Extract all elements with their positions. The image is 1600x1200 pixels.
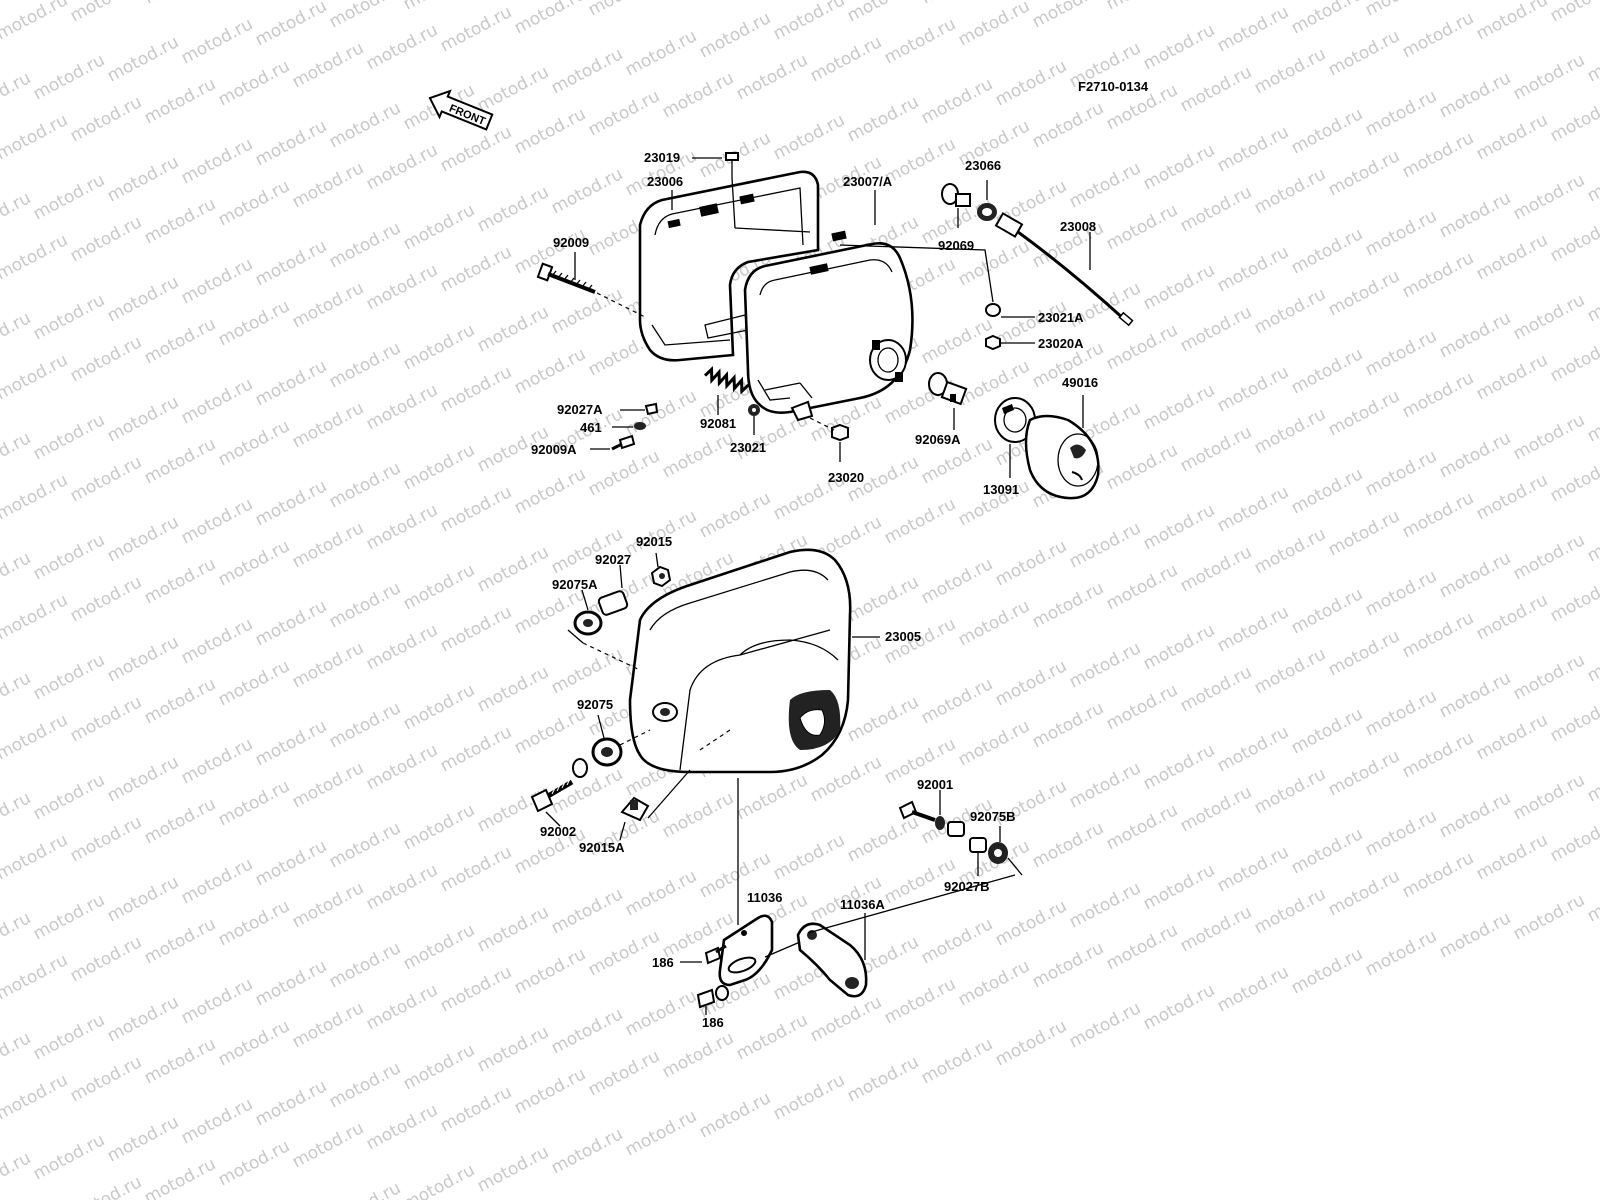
nut-92015-part <box>650 552 672 588</box>
label-92027a: 92027A <box>557 402 603 417</box>
washer-part <box>572 758 588 778</box>
label-186-lower: 186 <box>702 1015 724 1030</box>
screw-186-lower-part <box>696 985 729 1015</box>
wire-23008-part <box>994 212 1134 327</box>
label-186-upper: 186 <box>652 955 674 970</box>
label-23005: 23005 <box>885 629 921 644</box>
collar-92027b-part <box>969 837 987 876</box>
label-23006: 23006 <box>647 174 683 189</box>
label-23007a: 23007/A <box>843 174 893 189</box>
label-23008: 23008 <box>1060 219 1096 234</box>
label-92027: 92027 <box>595 552 631 567</box>
label-23020a: 23020A <box>1038 336 1084 351</box>
nut-23020a-part <box>985 334 1035 351</box>
label-92027b: 92027B <box>944 879 990 894</box>
bolt-92001-part <box>898 790 945 830</box>
grommet-92075a-part <box>567 589 641 671</box>
label-23066: 23066 <box>965 158 1001 173</box>
label-92069: 92069 <box>938 238 974 253</box>
label-92002: 92002 <box>540 824 576 839</box>
grommet-92075b-part <box>988 826 1023 876</box>
label-23021a: 23021A <box>1038 310 1084 325</box>
screw-23019-part <box>725 152 811 233</box>
spacer-part <box>947 821 965 837</box>
socket-23066-part <box>977 180 997 221</box>
label-23021: 23021 <box>730 440 766 455</box>
label-13091: 13091 <box>983 482 1019 497</box>
headlight-rim-part <box>638 170 820 362</box>
nut-23020-part <box>809 417 849 462</box>
label-92009a: 92009A <box>531 442 577 457</box>
nut-23021-part <box>748 404 760 435</box>
part-labels: 23019 23006 23007/A 23066 23008 92009 92… <box>531 150 1098 1030</box>
label-23019: 23019 <box>644 150 680 165</box>
headlight-unit-part <box>743 230 914 422</box>
grommet-92075-part <box>591 714 651 767</box>
socket-13091-part <box>994 397 1036 478</box>
bulb-92069-part <box>941 183 971 228</box>
label-49016: 49016 <box>1062 375 1098 390</box>
label-11036a: 11036A <box>840 897 885 912</box>
spring-92081-part <box>703 366 750 395</box>
label-92015a: 92015A <box>579 840 625 855</box>
screw-92027a-part <box>620 402 659 416</box>
label-92001: 92001 <box>917 777 953 792</box>
washer-461-part <box>612 422 646 430</box>
label-92009: 92009 <box>553 235 589 250</box>
label-92081: 92081 <box>700 416 736 431</box>
bulb-92069a-part <box>928 372 968 430</box>
label-11036: 11036 <box>747 890 782 905</box>
label-92075b: 92075B <box>970 809 1016 824</box>
headlight-housing-part <box>628 548 880 774</box>
label-23020: 23020 <box>828 470 864 485</box>
clip-92015a-part <box>619 769 691 841</box>
screw-186-upper-part <box>680 944 727 965</box>
collar-92027-part <box>597 564 629 616</box>
bracket-11036a-part <box>764 874 1016 998</box>
label-92069a: 92069A <box>915 432 961 447</box>
label-461: 461 <box>580 420 602 435</box>
screw-92009-part <box>536 262 646 318</box>
label-92075a: 92075A <box>552 577 598 592</box>
label-92015: 92015 <box>636 534 672 549</box>
reference-code: F2710-0134 <box>1078 79 1149 94</box>
bracket-11036-part <box>718 778 774 987</box>
label-92075: 92075 <box>577 697 613 712</box>
screw-92009a-part <box>590 434 636 451</box>
nut-23021a-part <box>839 244 1035 318</box>
cover-49016-part <box>1024 395 1100 500</box>
bolt-92002-part <box>530 778 574 827</box>
